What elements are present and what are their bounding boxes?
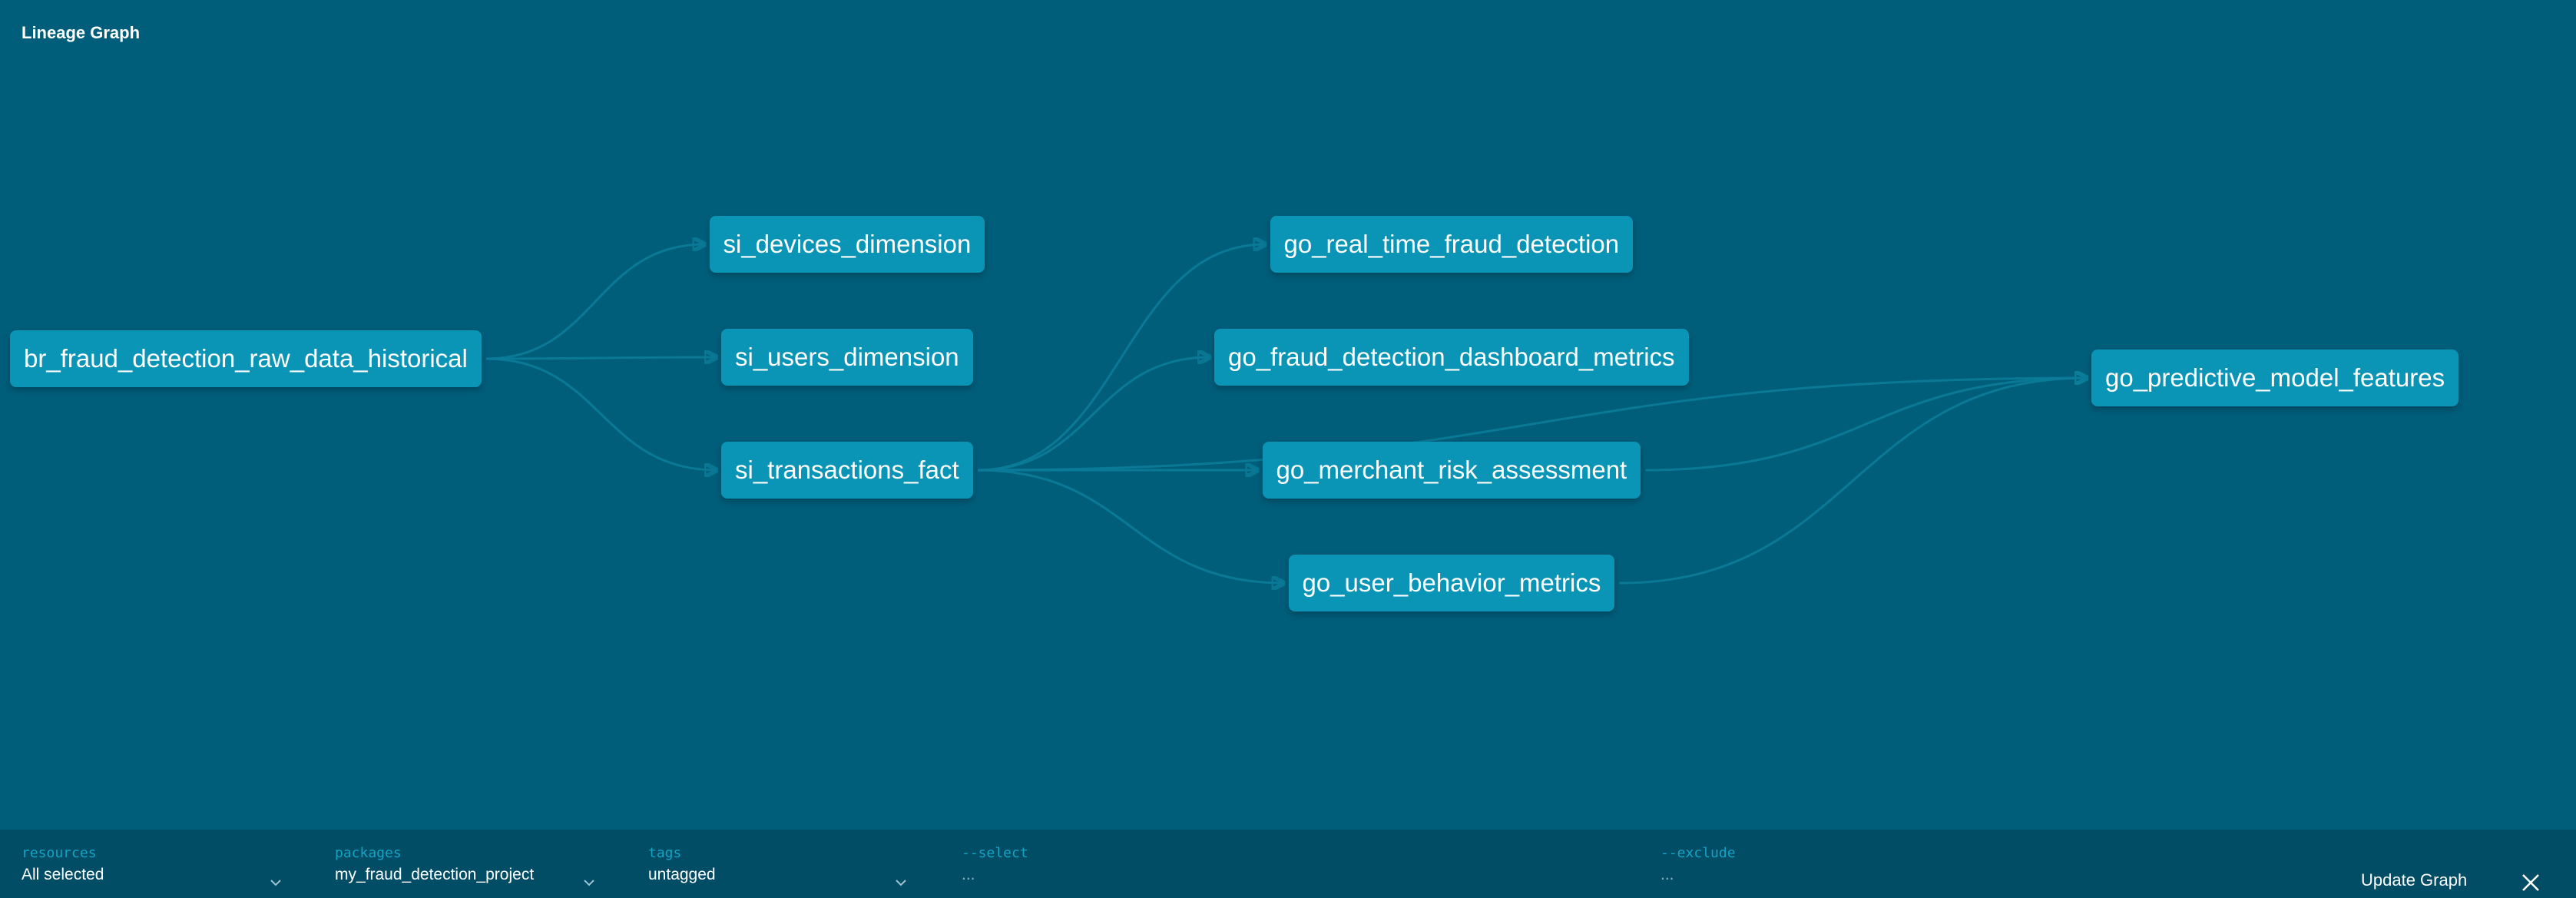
edge-go-merchant-risk-assessment-to-go-predictive-model-features: [1645, 378, 2088, 472]
edge-br-fraud-detection-raw-data-historical-to-si-devices-dimension: [485, 244, 705, 360]
graph-node-si-devices-dimension[interactable]: si_devices_dimension: [709, 216, 985, 273]
close-icon-glyph: [2522, 874, 2539, 891]
edge-go-user-behavior-metrics-to-go-predictive-model-features: [1619, 378, 2088, 585]
graph-node-go-fraud-detection-dashboard-metrics[interactable]: go_fraud_detection_dashboard_metrics: [1214, 329, 1689, 386]
close-icon[interactable]: [2521, 873, 2541, 893]
chevron-down-icon[interactable]: [267, 874, 284, 891]
select-filter[interactable]: --select ...: [962, 845, 1028, 884]
select-input[interactable]: ...: [962, 866, 975, 883]
graph-node-go-user-behavior-metrics[interactable]: go_user_behavior_metrics: [1288, 555, 1615, 611]
filter-bar: [0, 830, 2576, 898]
resources-label: resources: [22, 845, 97, 861]
tags-filter[interactable]: tags untagged: [648, 845, 716, 884]
select-label: --select: [962, 845, 1028, 861]
exclude-filter[interactable]: --exclude ...: [1660, 845, 1736, 884]
chevron-down-icon[interactable]: [581, 874, 598, 891]
page-title: Lineage Graph: [22, 23, 141, 42]
tags-value[interactable]: untagged: [648, 866, 716, 883]
tags-label: tags: [648, 845, 682, 861]
graph-node-go-predictive-model-features[interactable]: go_predictive_model_features: [2091, 350, 2459, 406]
edge-si-transactions-fact-to-go-user-behavior-metrics: [977, 469, 1284, 583]
edge-br-fraud-detection-raw-data-historical-to-si-transactions-fact: [485, 357, 717, 470]
graph-node-go-merchant-risk-assessment[interactable]: go_merchant_risk_assessment: [1262, 442, 1641, 499]
packages-value[interactable]: my_fraud_detection_project: [335, 866, 535, 883]
update-graph-button[interactable]: Update Graph: [2361, 870, 2468, 890]
packages-filter[interactable]: packages my_fraud_detection_project: [335, 845, 534, 884]
exclude-label: --exclude: [1660, 845, 1736, 861]
graph-node-si-users-dimension[interactable]: si_users_dimension: [721, 329, 973, 386]
edge-si-transactions-fact-to-go-fraud-detection-dashboard-metrics: [977, 357, 1210, 472]
graph-node-go-real-time-fraud-detection[interactable]: go_real_time_fraud_detection: [1270, 216, 1634, 273]
graph-edges: [485, 0, 2576, 830]
exclude-input[interactable]: ...: [1660, 866, 1674, 883]
graph-node-br-fraud-detection-raw-data-historical[interactable]: br_fraud_detection_raw_data_historical: [10, 330, 482, 387]
edge-br-fraud-detection-raw-data-historical-to-si-users-dimension: [485, 357, 717, 359]
graph-node-si-transactions-fact[interactable]: si_transactions_fact: [721, 442, 973, 499]
chevron-down-icon[interactable]: [892, 874, 909, 891]
resources-filter[interactable]: resources All selected: [22, 845, 104, 884]
edge-si-transactions-fact-to-go-real-time-fraud-detection: [977, 244, 1266, 472]
edge-si-transactions-fact-to-go-predictive-model-features: [977, 378, 2087, 472]
packages-label: packages: [335, 845, 402, 861]
resources-value[interactable]: All selected: [22, 866, 104, 883]
